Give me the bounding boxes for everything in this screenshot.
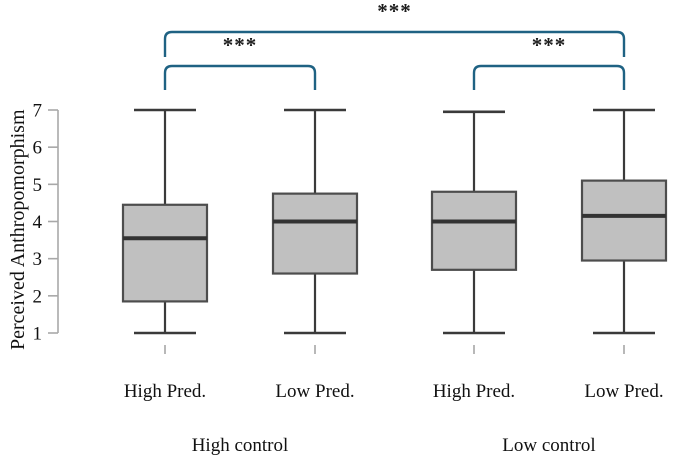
y-tick-label: 1 — [33, 324, 43, 345]
significance-stars: *** — [223, 33, 258, 57]
x-category-label: Low Pred. — [275, 381, 354, 402]
x-group-label: High control — [192, 435, 289, 456]
group-labels: High control Low control — [192, 435, 596, 456]
y-axis: 1 2 3 4 5 6 7 — [33, 101, 59, 345]
category-labels: High Pred. Low Pred. High Pred. Low Pred. — [124, 381, 664, 402]
significance-stars: *** — [532, 33, 567, 57]
bracket-path — [163, 30, 626, 57]
boxplot-box — [580, 108, 668, 354]
x-category-label: Low Pred. — [584, 381, 663, 402]
significance-brackets: *** *** *** — [163, 0, 626, 90]
bracket-path — [472, 64, 626, 90]
boxplot-box — [121, 108, 209, 354]
y-tick-label: 3 — [33, 249, 43, 270]
box-iqr-rect — [430, 190, 518, 271]
box-group — [121, 108, 668, 354]
y-tick-label: 6 — [33, 138, 43, 159]
significance-stars: *** — [377, 0, 412, 23]
box-iqr-rect — [271, 192, 359, 275]
box-iqr-rect — [121, 203, 209, 303]
significance-bracket: *** — [163, 33, 317, 90]
y-tick-label: 7 — [33, 101, 43, 122]
boxplot-box — [271, 108, 359, 354]
x-category-label: High Pred. — [124, 381, 206, 402]
y-tick-label: 5 — [33, 175, 43, 196]
significance-bracket: *** — [472, 33, 626, 90]
x-category-label: High Pred. — [433, 381, 515, 402]
boxplot-box — [430, 110, 518, 354]
y-tick-label: 2 — [33, 286, 43, 307]
bracket-path — [163, 64, 317, 90]
y-axis-ticks: 1 2 3 4 5 6 7 — [33, 101, 58, 345]
y-axis-title: Perceived Anthropomorphism — [7, 109, 29, 350]
significance-bracket: *** — [163, 0, 626, 57]
y-tick-label: 4 — [33, 212, 43, 233]
x-group-label: Low control — [502, 435, 595, 456]
box-iqr-rect — [580, 179, 668, 262]
